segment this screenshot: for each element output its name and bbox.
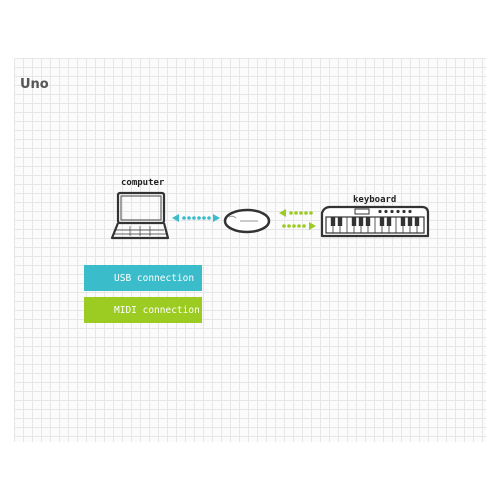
black-key bbox=[365, 217, 371, 226]
black-key bbox=[407, 217, 413, 226]
midi-connection-arrow-top bbox=[279, 209, 313, 217]
grid-background bbox=[14, 58, 486, 442]
usb-interface-icon bbox=[223, 208, 271, 234]
diagram-title: Uno bbox=[20, 77, 49, 92]
usb-connection-arrow bbox=[172, 214, 220, 222]
black-key bbox=[351, 217, 357, 226]
black-key bbox=[330, 217, 336, 226]
keyboard-label: keyboard bbox=[353, 195, 397, 205]
laptop-icon bbox=[110, 191, 170, 240]
midi-legend: MIDI connection bbox=[84, 297, 202, 323]
keyboard-icon bbox=[320, 205, 430, 238]
usb-legend-label: USB connection bbox=[114, 272, 195, 284]
black-key bbox=[386, 217, 392, 226]
midi-connection-arrow-bottom bbox=[282, 222, 316, 230]
black-key bbox=[337, 217, 343, 226]
black-key bbox=[358, 217, 364, 226]
midi-legend-label: MIDI connection bbox=[114, 304, 200, 316]
computer-label: computer bbox=[121, 178, 165, 188]
black-key bbox=[379, 217, 385, 226]
usb-legend: USB connection bbox=[84, 265, 202, 291]
black-key bbox=[400, 217, 406, 226]
black-key bbox=[414, 217, 420, 226]
